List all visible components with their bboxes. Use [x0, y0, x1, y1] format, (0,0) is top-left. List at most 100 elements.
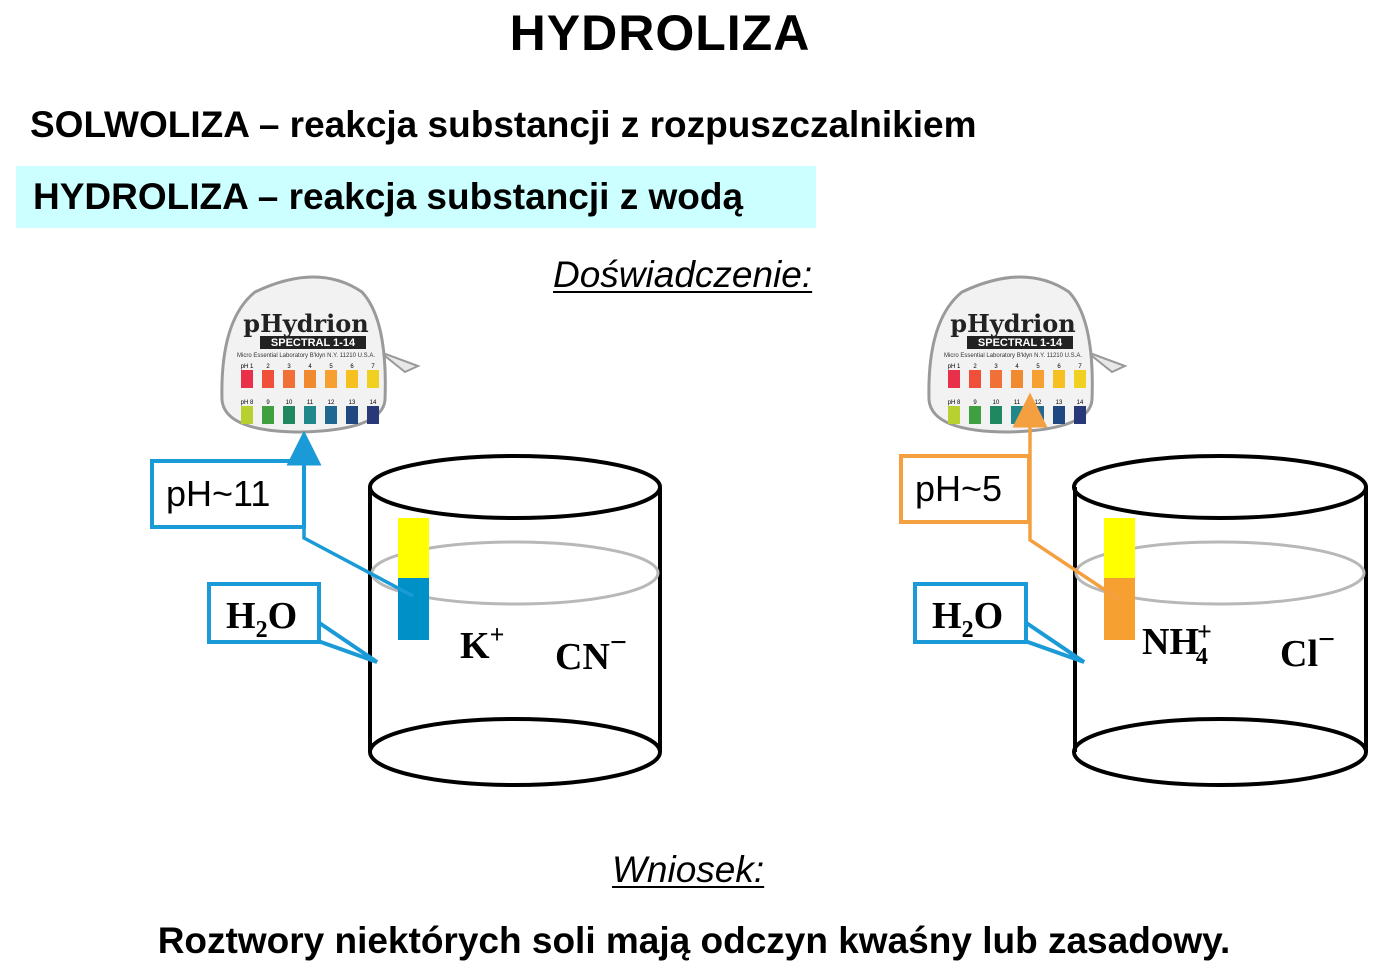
- ph-scale-label: 13: [1056, 400, 1063, 406]
- solvent-label-left: H2O: [226, 595, 297, 643]
- beaker-rim: [368, 454, 662, 520]
- ph-meter-maker: Micro Essential Laboratory B'klyn N.Y. 1…: [237, 353, 375, 359]
- ph-scale-label: 3: [994, 364, 998, 370]
- solvent-label-right: H2O: [932, 595, 1003, 643]
- ph-color-swatch: [262, 406, 274, 424]
- conclusion-heading: Wniosek:: [612, 849, 765, 890]
- ph-color-swatch: [1032, 406, 1044, 424]
- hydrolysis-definition-box: HYDROLIZA – reakcja substancji z wodą: [16, 166, 816, 228]
- ph-color-swatch: [325, 406, 337, 424]
- ph-color-swatch: [1053, 370, 1065, 388]
- ph-scale-top: pH 1 2 3 4 5 6 7: [241, 364, 379, 388]
- ph-scale-label: 5: [1036, 364, 1040, 370]
- ph-color-swatch: [1011, 370, 1023, 388]
- ph-meter-brand: pHydrion: [950, 309, 1075, 338]
- conclusion-text: Roztwory niektórych soli mają odczyn kwa…: [157, 920, 1231, 961]
- ph-scale-label: 7: [1078, 364, 1082, 370]
- ph-scale-label: 6: [1057, 364, 1061, 370]
- indicator-strip-dry: [398, 518, 429, 578]
- ph-scale-label: 11: [1014, 400, 1021, 406]
- ph-meter-left: pHydrion SPECTRAL 1-14 Micro Essential L…: [220, 275, 421, 434]
- hydrolysis-definition: HYDROLIZA – reakcja substancji z wodą: [33, 176, 744, 217]
- experiment-heading: Doświadczenie:: [553, 254, 813, 295]
- anion-label: CN−: [555, 626, 627, 678]
- ph-value-left: pH~11: [166, 473, 270, 514]
- ph-scale-label: 9: [973, 400, 977, 406]
- indicator-strip-wet: [1104, 578, 1135, 640]
- indicator-strip-dry: [1104, 518, 1135, 578]
- ph-color-swatch: [969, 370, 981, 388]
- ph-color-swatch: [948, 406, 960, 424]
- ph-color-swatch: [948, 370, 960, 388]
- ph-meter-model: SPECTRAL 1-14: [271, 337, 356, 349]
- ph-scale-label: pH 8: [241, 400, 254, 406]
- ph-scale-label: pH 1: [948, 364, 961, 370]
- beaker-rim: [1072, 454, 1368, 520]
- ph-scale-label: 7: [371, 364, 375, 370]
- beaker-base: [1072, 717, 1368, 787]
- ph-value-right: pH~5: [915, 468, 1002, 509]
- water-surface: [1074, 540, 1366, 606]
- ph-meter-brand: pHydrion: [243, 309, 368, 338]
- h2o-callout-pointer: [1023, 620, 1086, 664]
- ph-scale-label: 2: [973, 364, 977, 370]
- ph-color-swatch: [325, 370, 337, 388]
- ph-color-swatch: [241, 406, 253, 424]
- ph-scale-label: 4: [1015, 364, 1019, 370]
- anion-label: Cl−: [1280, 623, 1335, 675]
- ph-scale-label: 13: [349, 400, 356, 406]
- beaker-left: K+ CN−: [368, 454, 662, 787]
- ph-color-swatch: [304, 406, 316, 424]
- ph-color-swatch: [283, 370, 295, 388]
- ph-color-swatch: [969, 406, 981, 424]
- ph-meter-tab: [1086, 351, 1128, 374]
- ph-scale-label: 5: [329, 364, 333, 370]
- ph-scale-label: 3: [287, 364, 291, 370]
- ph-arrow-left: [286, 430, 414, 598]
- ph-arrow-right: [1012, 392, 1121, 602]
- h2o-callout-pointer: [316, 620, 379, 664]
- ph-scale-label: 14: [1077, 400, 1084, 406]
- ph-meter-tab: [379, 351, 421, 374]
- h2o-callout-left: [207, 582, 321, 644]
- ph-color-swatch: [346, 406, 358, 424]
- ph-scale-label: pH 8: [948, 400, 961, 406]
- ph-meter-right: pHydrion SPECTRAL 1-14 Micro Essential L…: [927, 275, 1128, 434]
- ph-color-swatch: [990, 370, 1002, 388]
- ph-color-swatch: [1074, 406, 1086, 424]
- ph-color-swatch: [1032, 370, 1044, 388]
- ph-scale-label: 10: [993, 400, 1000, 406]
- ph-scale-label: 14: [370, 400, 377, 406]
- cation-label: NH+4: [1142, 617, 1212, 670]
- ph-scale-label: 11: [307, 400, 314, 406]
- ph-meter-model-bg: [967, 336, 1073, 349]
- ph-meter-model-bg: [260, 336, 366, 349]
- ph-color-swatch: [367, 370, 379, 388]
- ph-scale-label: 4: [308, 364, 312, 370]
- ph-color-swatch: [1074, 370, 1086, 388]
- ph-scale-label: 12: [1035, 400, 1042, 406]
- ph-scale-label: pH 1: [241, 364, 254, 370]
- page-title: HYDROLIZA: [509, 5, 811, 61]
- ph-color-swatch: [1011, 406, 1023, 424]
- ph-callout-right: [899, 454, 1031, 524]
- ph-color-swatch: [990, 406, 1002, 424]
- indicator-strip-wet: [398, 578, 429, 640]
- ph-color-swatch: [304, 370, 316, 388]
- ph-scale-top: pH 1 2 3 4 5 6 7: [948, 364, 1086, 388]
- beaker-right: NH+4 Cl−: [1072, 454, 1368, 787]
- ph-color-swatch: [1053, 406, 1065, 424]
- ph-meter-model: SPECTRAL 1-14: [978, 337, 1063, 349]
- beaker-base: [368, 717, 662, 787]
- ph-color-swatch: [283, 406, 295, 424]
- ph-meter-case: [927, 275, 1094, 434]
- ph-meter-maker: Micro Essential Laboratory B'klyn N.Y. 1…: [944, 353, 1082, 359]
- ph-scale-label: 12: [328, 400, 335, 406]
- ph-color-swatch: [346, 370, 358, 388]
- solvolysis-definition: SOLWOLIZA – reakcja substancji z rozpusz…: [30, 104, 977, 145]
- ph-scale-label: 6: [350, 364, 354, 370]
- ph-scale-label: 2: [266, 364, 270, 370]
- ph-color-swatch: [367, 406, 379, 424]
